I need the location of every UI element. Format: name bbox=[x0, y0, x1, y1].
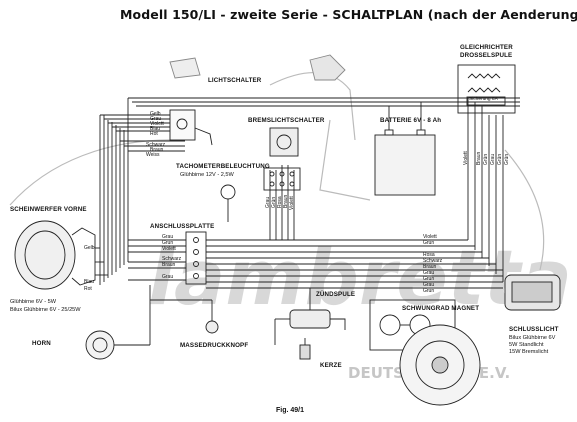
label-batterie: BATTERIE 6V - 8 Ah bbox=[380, 117, 442, 124]
wire-label: Violett bbox=[289, 196, 295, 210]
wire-label: Violett bbox=[150, 121, 164, 127]
wire-label: Grün bbox=[162, 240, 174, 246]
wire-label: Rot bbox=[150, 131, 158, 137]
label-massedruckknopf: MASSEDRUCKKNOPF bbox=[180, 342, 249, 349]
wire-label: Braun bbox=[423, 264, 437, 270]
label-kerze: KERZE bbox=[320, 362, 342, 369]
label-anschlussplatte: ANSCHLUSSPLATTE bbox=[150, 223, 215, 230]
label-gleichrichter-2: DROSSELSPULE bbox=[460, 52, 513, 59]
wire-label: Schwarz bbox=[146, 142, 166, 148]
wire-label: Grün bbox=[497, 153, 503, 165]
wire-label: Grün bbox=[483, 153, 489, 165]
label-scheinwerfer: SCHEINWERFER VORNE bbox=[10, 206, 87, 213]
wire-label: Grün bbox=[423, 288, 435, 294]
wire-label: Braun bbox=[150, 147, 164, 153]
wire-label: Grau bbox=[423, 270, 435, 276]
wire-label: Grün bbox=[423, 276, 435, 282]
wire-label: Violett bbox=[423, 234, 437, 240]
wire-label: Violett bbox=[463, 151, 469, 165]
wire-label: Rot bbox=[84, 286, 92, 292]
label-bremslichtschalter: BREMSLICHTSCHALTER bbox=[248, 117, 325, 124]
wire-label: Grau bbox=[162, 274, 174, 280]
wire-label: Gelb bbox=[150, 111, 161, 117]
label-schlusslicht-sub2: 5W Standlicht bbox=[509, 342, 544, 348]
label-schlusslicht: SCHLUSSLICHT bbox=[509, 326, 559, 333]
label-tacho: TACHOMETERBELEUCHTUNG bbox=[176, 163, 270, 170]
label-scheinwerfer-bulb1: Glühbirne 6V - 5W bbox=[10, 299, 57, 305]
wire-label: Braun bbox=[476, 151, 482, 165]
label-gleichrichter-1: GLEICHRICHTER bbox=[460, 44, 513, 51]
label-schlusslicht-sub3: 15W Bremslicht bbox=[509, 349, 549, 355]
label-horn: HORN bbox=[32, 340, 51, 347]
wire-label: Violett bbox=[162, 246, 176, 252]
wire-label: Schwarz bbox=[423, 258, 443, 264]
wire-label: Grau bbox=[423, 282, 435, 288]
wire-label: Weiss bbox=[146, 152, 160, 158]
figure-caption: Fig. 49/1 bbox=[276, 407, 305, 414]
wire-label: Grau bbox=[162, 234, 174, 240]
wire-label: Grau bbox=[490, 153, 496, 165]
wire-label: Blau bbox=[84, 279, 95, 285]
wire-label: Grau bbox=[150, 116, 162, 122]
wire-label: Schwarz bbox=[162, 256, 182, 262]
wire-label: Blau bbox=[150, 126, 161, 132]
label-zuendspule: ZÜNDSPULE bbox=[316, 291, 356, 298]
label-scheinwerfer-bulb2: Bilux Glühbirne 6V - 25/25W bbox=[10, 307, 81, 313]
label-tacho-sub: Glühbirne 12V - 2,5W bbox=[180, 172, 234, 178]
label-sicherung: Sicherung 8A bbox=[469, 97, 498, 102]
wire-label: Grün bbox=[423, 240, 435, 246]
wire-label: Gelb bbox=[84, 245, 95, 251]
label-lichtschalter: LICHTSCHALTER bbox=[208, 77, 262, 84]
label-schlusslicht-sub1: Bilux Glühbirne 6V bbox=[509, 335, 556, 341]
label-schwungrad: SCHWUNGRAD MAGNET bbox=[402, 305, 480, 312]
wire-label: Rosa bbox=[423, 252, 435, 258]
diagram-title: Modell 150/LI - zweite Serie - SCHALTPLA… bbox=[120, 7, 577, 22]
wire-label: Braun bbox=[162, 262, 176, 268]
wire-label: Grün bbox=[504, 153, 510, 165]
